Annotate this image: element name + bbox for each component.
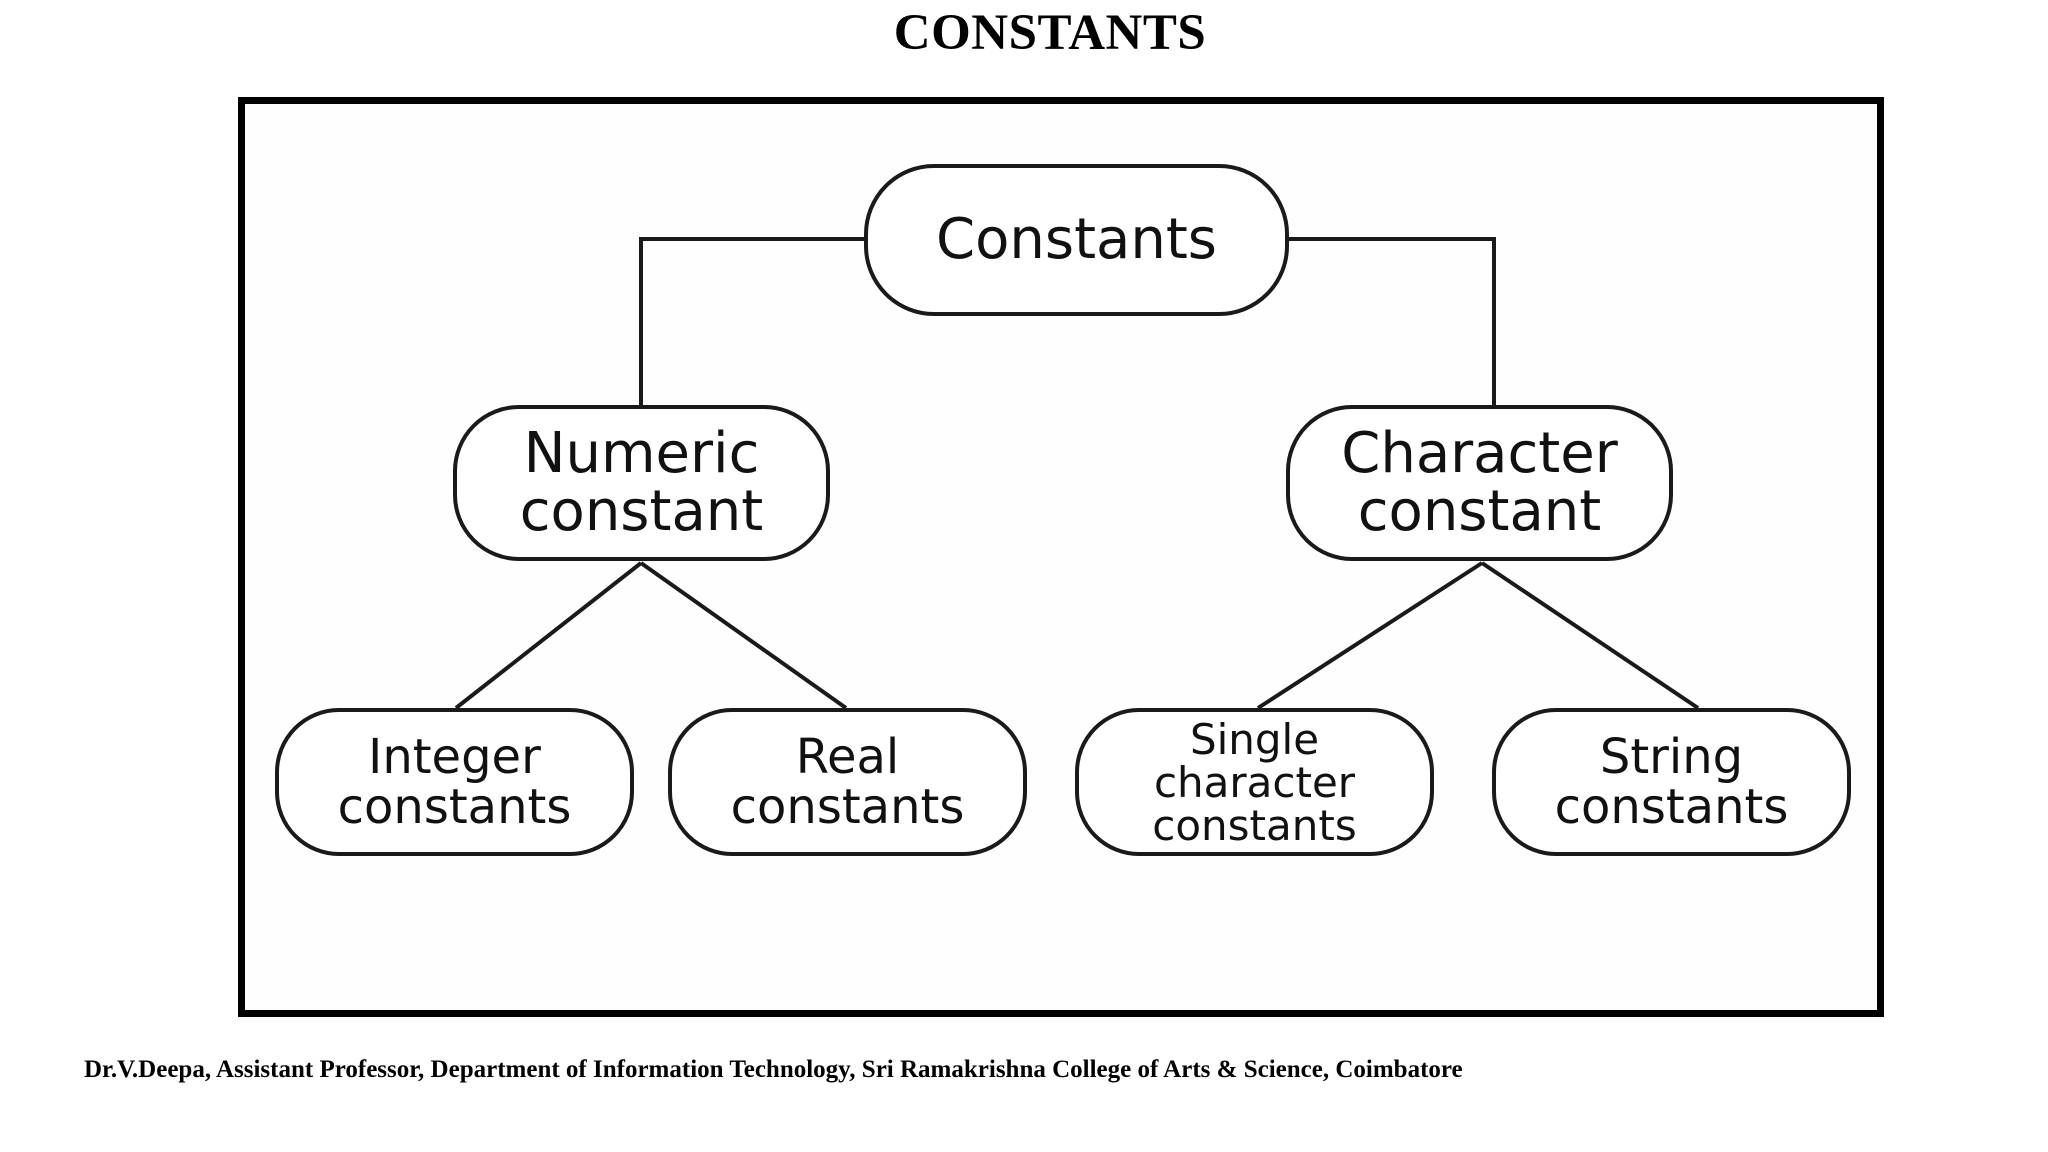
node-integer-line-2: constants — [337, 779, 572, 835]
page-title: CONSTANTS — [893, 5, 1207, 61]
node-integer-line-1: Integer — [368, 729, 541, 785]
node-real-line-2: constants — [730, 779, 965, 835]
node-numeric-line-2: constant — [519, 479, 764, 544]
node-string-line-2: constants — [1554, 779, 1789, 835]
node-constants-line-1: Constants — [936, 207, 1217, 272]
node-integer-constants: Integer constants — [275, 708, 634, 856]
node-character-line-2: constant — [1357, 479, 1602, 544]
node-numeric-line-1: Numeric — [523, 421, 760, 486]
connector-character-to-single — [1256, 561, 1484, 710]
node-character-constant: Character constant — [1286, 405, 1673, 561]
node-single-line-1: Single — [1189, 714, 1320, 764]
node-character-line-1: Character — [1341, 421, 1618, 486]
footer-credit: Dr.V.Deepa, Assistant Professor, Departm… — [84, 1056, 1463, 1083]
connector-numeric-to-integer — [454, 561, 643, 710]
node-single-character-constants: Single character constants — [1075, 708, 1434, 856]
connector-root-to-character — [1288, 237, 1496, 405]
node-single-line-3: constants — [1152, 800, 1357, 850]
node-numeric-constant: Numeric constant — [453, 405, 830, 561]
node-real-constants: Real constants — [668, 708, 1027, 856]
node-constants: Constants — [864, 164, 1289, 316]
node-single-line-2: character — [1153, 757, 1356, 807]
connector-numeric-to-real — [639, 561, 848, 710]
node-real-line-1: Real — [795, 729, 900, 785]
node-string-constants: String constants — [1492, 708, 1851, 856]
node-string-line-1: String — [1599, 729, 1744, 785]
connector-root-to-numeric — [639, 237, 866, 405]
connector-character-to-string — [1480, 561, 1700, 710]
